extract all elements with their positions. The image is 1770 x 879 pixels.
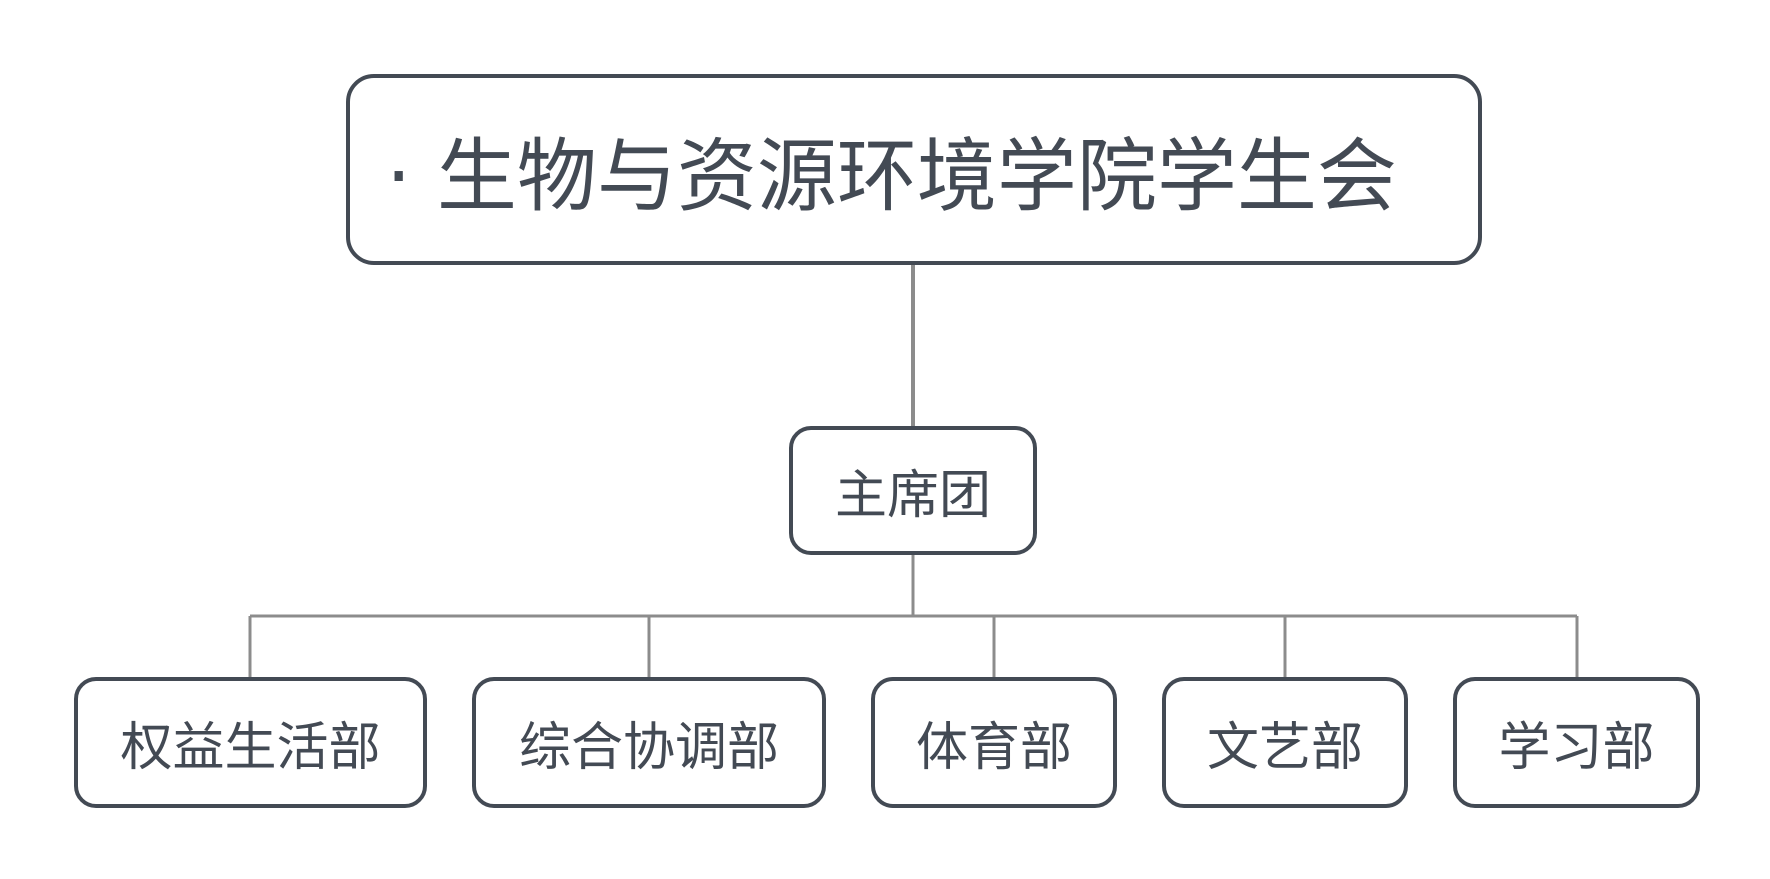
node-dept-arts: 文艺部 [1162,677,1408,808]
node-dept-coordination: 综合协调部 [472,677,826,808]
node-dept-label: 权益生活部 [120,718,381,778]
node-dept-label: 体育部 [915,718,1072,778]
node-dept-label: 学习部 [1498,718,1655,778]
node-presidium-label: 主席团 [834,466,991,526]
node-dept-label: 综合协调部 [518,718,779,778]
node-presidium: 主席团 [789,426,1037,555]
node-root-student-union: · 生物与资源环境学院学生会 [346,74,1482,265]
node-dept-sports: 体育部 [871,677,1117,808]
node-dept-study: 学习部 [1453,677,1700,808]
node-root-label: · 生物与资源环境学院学生会 [386,129,1397,223]
node-dept-rights-life: 权益生活部 [74,677,427,808]
node-dept-label: 文艺部 [1206,718,1363,778]
